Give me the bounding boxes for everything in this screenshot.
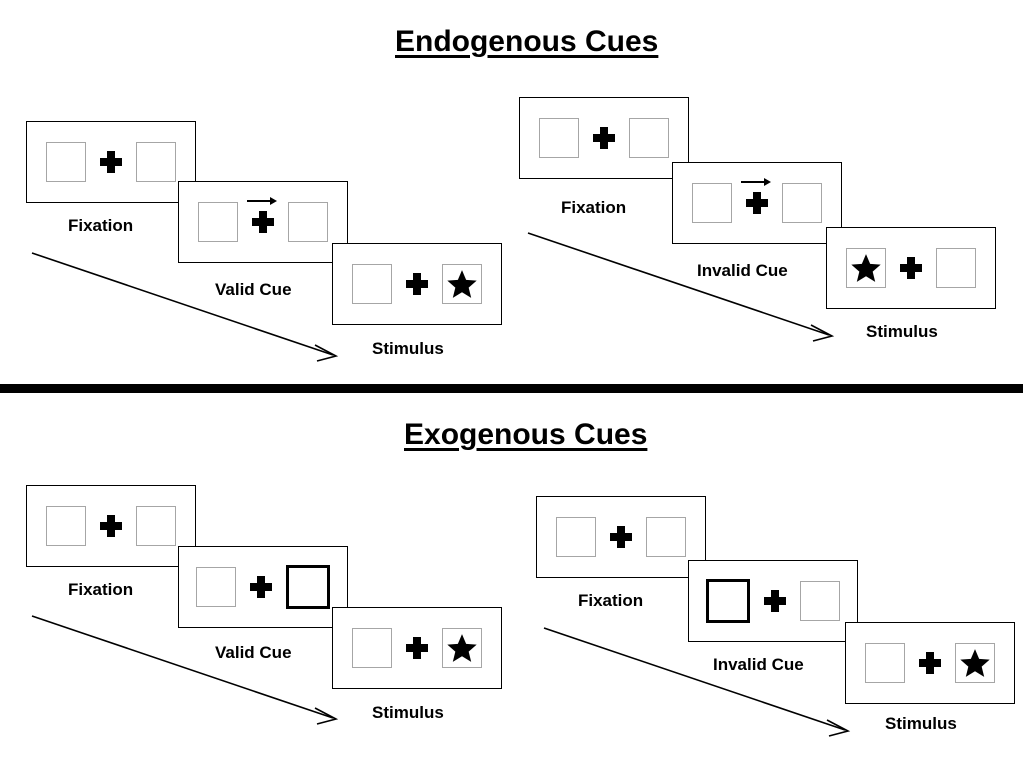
section-divider (0, 384, 1023, 393)
caption-exogenous-invalid-fixation: Fixation (578, 591, 644, 610)
arrow-right-cue-icon (247, 197, 277, 205)
fixation-cross-icon (406, 273, 428, 295)
caption-exogenous-invalid-stimulus: Stimulus (885, 714, 957, 733)
frame-endogenous-invalid-cue (672, 162, 842, 244)
sequence-arrow-endogenous-valid (31, 252, 339, 362)
frame-content (673, 163, 841, 243)
sequence-arrow-exogenous-invalid (543, 627, 851, 737)
fixation-cross-icon (764, 590, 786, 612)
frame-exogenous-valid-fixation (26, 485, 196, 567)
placeholder-box-right (288, 202, 328, 242)
sequence-arrow-exogenous-valid (31, 615, 339, 725)
frame-content (27, 122, 195, 202)
fixation-cross-icon (919, 652, 941, 674)
target-box-right (442, 628, 482, 668)
frame-endogenous-valid-stimulus (332, 243, 502, 325)
frame-content (27, 486, 195, 566)
frame-endogenous-invalid-fixation (519, 97, 689, 179)
placeholder-box-left (539, 118, 579, 158)
frame-content (333, 244, 501, 324)
placeholder-box-right (629, 118, 669, 158)
star-target-icon (851, 254, 881, 282)
section-title-endogenous: Endogenous Cues (395, 25, 659, 58)
sequence-arrow-endogenous-invalid (527, 232, 835, 342)
target-box-right (955, 643, 995, 683)
section-title-exogenous: Exogenous Cues (404, 418, 648, 451)
placeholder-box-left (556, 517, 596, 557)
placeholder-box-right (782, 183, 822, 223)
stimulus-row (692, 178, 822, 223)
placeholder-box-right (646, 517, 686, 557)
caption-endogenous-valid-fixation: Fixation (68, 216, 134, 235)
placeholder-box-left (352, 264, 392, 304)
arrow-right-cue-icon (741, 178, 771, 186)
placeholder-box-right (136, 506, 176, 546)
frame-exogenous-invalid-stimulus (845, 622, 1015, 704)
target-box-left (846, 248, 886, 288)
placeholder-box-left (692, 183, 732, 223)
stimulus-row (198, 197, 328, 242)
caption-endogenous-invalid-stimulus: Stimulus (866, 322, 938, 341)
stimulus-row (865, 643, 995, 683)
caption-exogenous-valid-fixation: Fixation (68, 580, 134, 599)
stimulus-row (196, 565, 330, 609)
frame-content (179, 547, 347, 627)
stimulus-row (46, 142, 176, 182)
caption-endogenous-invalid-cue: Invalid Cue (697, 261, 788, 280)
stimulus-row (556, 517, 686, 557)
caption-endogenous-valid-stimulus: Stimulus (372, 339, 444, 358)
placeholder-box-right (936, 248, 976, 288)
fixation-cross-icon (247, 197, 277, 233)
stimulus-row (539, 118, 669, 158)
caption-endogenous-invalid-fixation: Fixation (561, 198, 627, 217)
caption-exogenous-valid-stimulus: Stimulus (372, 703, 444, 722)
frame-endogenous-valid-fixation (26, 121, 196, 203)
cued-box-right (286, 565, 330, 609)
frame-content (846, 623, 1014, 703)
star-target-icon (447, 270, 477, 298)
frame-exogenous-invalid-cue (688, 560, 858, 642)
frame-content (333, 608, 501, 688)
frame-content (827, 228, 995, 308)
frame-exogenous-valid-cue (178, 546, 348, 628)
placeholder-box-left (198, 202, 238, 242)
fixation-cross-icon (406, 637, 428, 659)
stimulus-row (352, 264, 482, 304)
cued-box-left (706, 579, 750, 623)
fixation-cross-icon (610, 526, 632, 548)
placeholder-box-left (352, 628, 392, 668)
frame-content (520, 98, 688, 178)
stimulus-row (46, 506, 176, 546)
frame-exogenous-valid-stimulus (332, 607, 502, 689)
placeholder-box-left (865, 643, 905, 683)
placeholder-box-left (196, 567, 236, 607)
placeholder-box-right (136, 142, 176, 182)
target-box-right (442, 264, 482, 304)
caption-endogenous-valid-cue: Valid Cue (215, 280, 292, 299)
placeholder-box-left (46, 142, 86, 182)
star-target-icon (447, 634, 477, 662)
fixation-cross-icon (250, 576, 272, 598)
caption-exogenous-invalid-cue: Invalid Cue (713, 655, 804, 674)
frame-content (689, 561, 857, 641)
stimulus-row (352, 628, 482, 668)
stimulus-row (706, 579, 840, 623)
fixation-cross-icon (900, 257, 922, 279)
frame-exogenous-invalid-fixation (536, 496, 706, 578)
fixation-cross-icon (593, 127, 615, 149)
placeholder-box-left (46, 506, 86, 546)
fixation-cross-icon (741, 178, 771, 214)
star-target-icon (960, 649, 990, 677)
placeholder-box-right (800, 581, 840, 621)
frame-endogenous-valid-cue (178, 181, 348, 263)
fixation-cross-icon (100, 151, 122, 173)
caption-exogenous-valid-cue: Valid Cue (215, 643, 292, 662)
frame-content (537, 497, 705, 577)
fixation-cross-icon (100, 515, 122, 537)
stimulus-row (846, 248, 976, 288)
frame-endogenous-invalid-stimulus (826, 227, 996, 309)
